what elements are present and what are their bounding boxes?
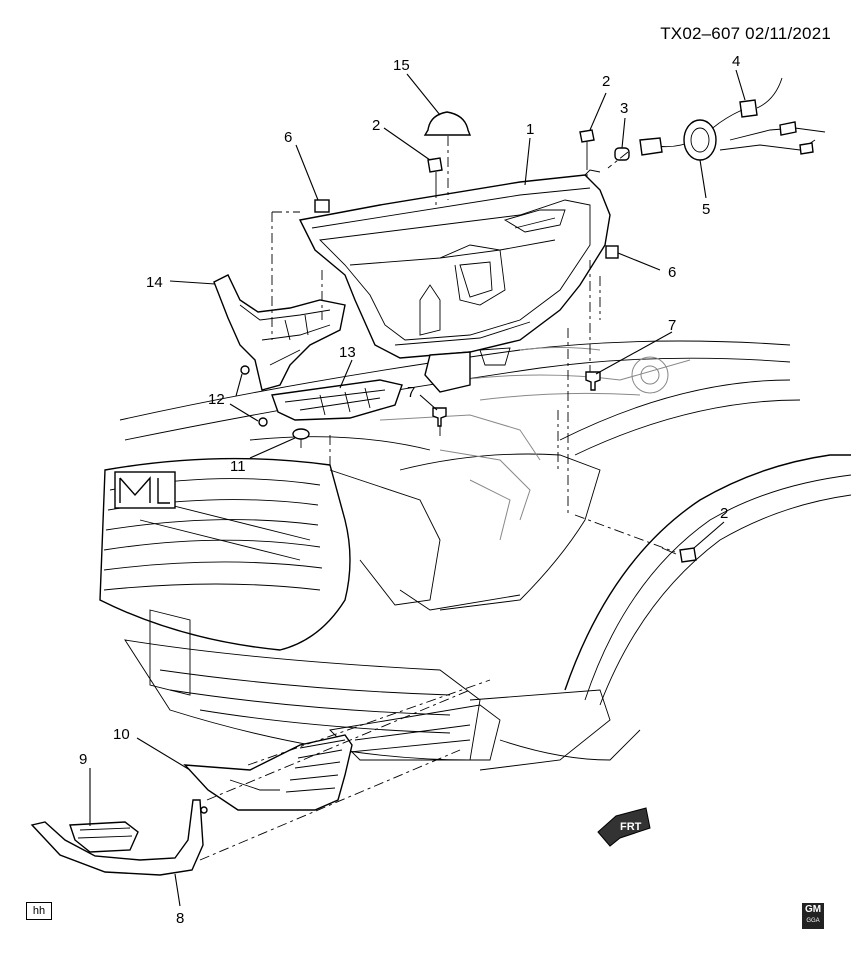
callout-numbers: 1 2 2 2 3 4 5 6 6 7 7 8 9 10 11 12 13 14… [79,53,740,927]
callout-6-right: 6 [668,264,676,281]
callout-15: 15 [393,57,410,74]
callout-7-right: 7 [668,317,676,334]
callout-7-center: 7 [407,384,415,401]
assembly-centerlines [199,136,676,861]
frt-label: FRT [620,821,642,833]
headlamp-assembly [298,169,611,393]
bolt-fender [661,547,697,563]
callout-8: 8 [176,910,184,927]
callout-leaders [89,69,746,907]
headlamp-wiring-harness [649,77,826,155]
callout-1: 1 [526,121,534,138]
fog-lamp-trim-insert [69,821,139,853]
document-id: TX02–607 02/11/2021 [660,24,831,43]
callout-14: 14 [146,274,163,291]
front-direction-arrow: FRT [597,807,651,847]
headlamp-support-bracket [271,379,403,421]
callout-2-upper-right: 2 [602,73,610,90]
callout-10: 10 [113,726,130,743]
vehicle-front-end [99,340,851,771]
callout-2-fender: 2 [720,505,728,522]
headlamp-bulb [614,147,630,161]
retainer-clip-center [432,407,447,427]
clip-nut-left [314,199,330,213]
headlamp-vent-cap [423,111,472,136]
bolt-upper-right [579,129,595,160]
fog-lamp-trim-molding [30,799,208,876]
callout-6-left: 6 [284,129,292,146]
push-pin-retainer [292,428,310,448]
artist-initials-box: hh [26,902,52,920]
bolt-upper-left [427,157,443,188]
screw-upper [240,365,250,375]
callout-5: 5 [702,201,710,218]
gm-logo: GM GGA [802,903,824,929]
callout-2-upper-left: 2 [372,117,380,134]
callout-3: 3 [620,100,628,117]
headlamp-mounting-bracket [213,274,346,391]
bulb-socket [639,119,717,161]
retainer-clip-right [585,371,601,391]
screw-lower [258,417,268,427]
gm-logo-subtext: GGA [806,918,820,924]
clip-nut-right [605,245,619,259]
fog-lamp-bezel [183,734,353,811]
callout-11: 11 [230,458,246,475]
callout-4: 4 [732,53,740,70]
callout-13: 13 [339,344,356,361]
gm-logo-text: GM [804,904,822,915]
callout-12: 12 [208,391,225,408]
callout-9: 9 [79,751,87,768]
